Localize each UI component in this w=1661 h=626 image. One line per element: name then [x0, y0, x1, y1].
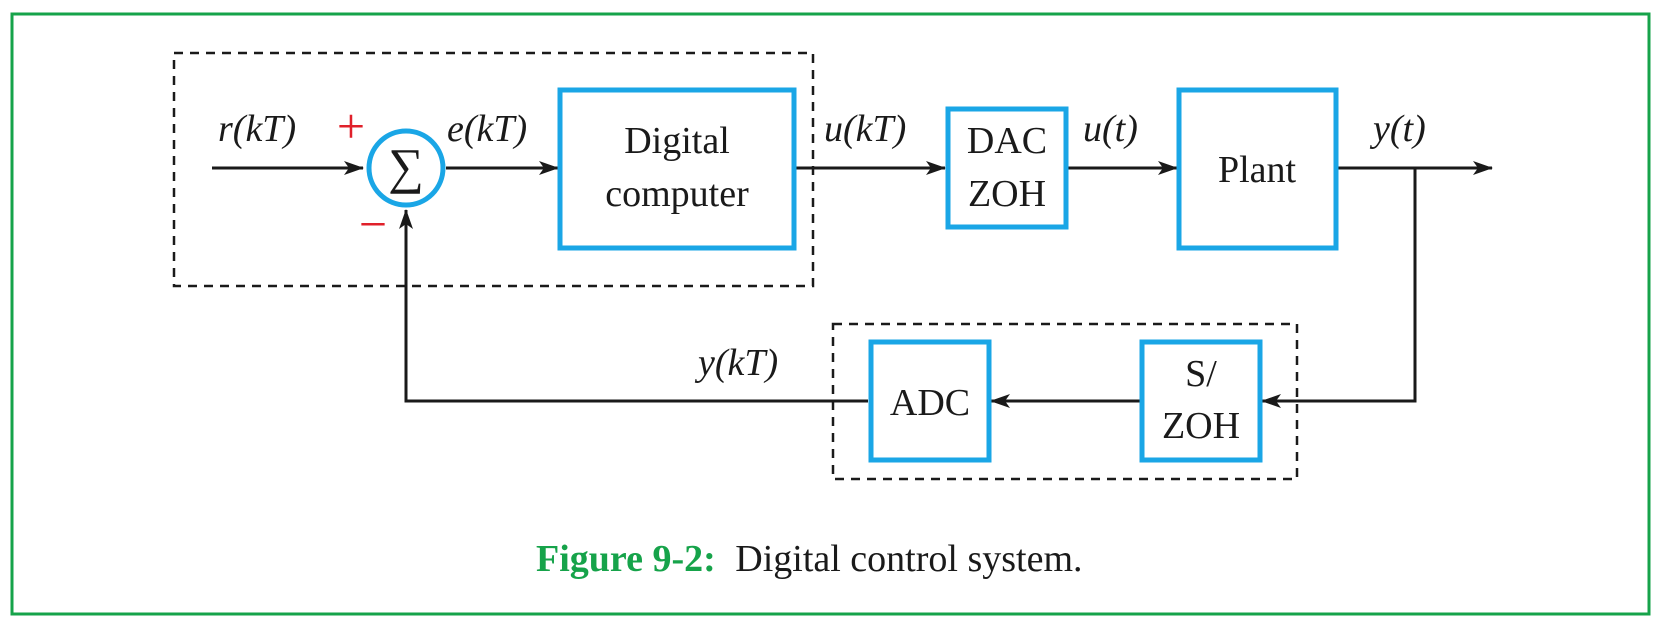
dac-label: DAC: [967, 120, 1047, 162]
signal-label-r: r(kT): [218, 108, 296, 150]
digital-computer-block: [557, 87, 797, 251]
adc-label: ADC: [890, 382, 970, 424]
sample-hold-block: [1139, 339, 1263, 463]
signal-label-u-kt: u(kT): [824, 108, 906, 150]
minus-sign: −: [359, 196, 387, 252]
plant-label: Plant: [1218, 149, 1297, 191]
digital-computer-label-line2: computer: [605, 173, 749, 215]
plus-sign: +: [337, 98, 365, 154]
signal-label-u-t: u(t): [1083, 108, 1138, 150]
sigma-icon: ∑: [388, 138, 424, 194]
figure-frame: [10, 12, 1651, 616]
signal-label-y-kt: y(kT): [694, 342, 778, 384]
digital-computer-label-line1: Digital: [624, 120, 730, 162]
summing-junction: [366, 128, 446, 208]
figure-caption-text: Digital control system.: [735, 538, 1082, 580]
figure-caption-label: Figure 9-2:: [536, 538, 716, 580]
wire-output-to-sample-hold: [1261, 168, 1417, 408]
adc-block: [868, 339, 992, 463]
dac-zoh-label: ZOH: [968, 173, 1046, 215]
sample-hold-label-line1: S/: [1185, 353, 1217, 395]
signal-label-e: e(kT): [447, 108, 527, 150]
signal-label-y-t: y(t): [1369, 108, 1426, 150]
dac-zoh-block: [945, 106, 1069, 230]
figure-caption: Figure 9-2: Digital control system.: [536, 538, 1083, 580]
wire-adc-to-sum: [399, 209, 868, 403]
sample-hold-label-line2: ZOH: [1162, 405, 1240, 447]
plant-block: [1176, 87, 1339, 251]
